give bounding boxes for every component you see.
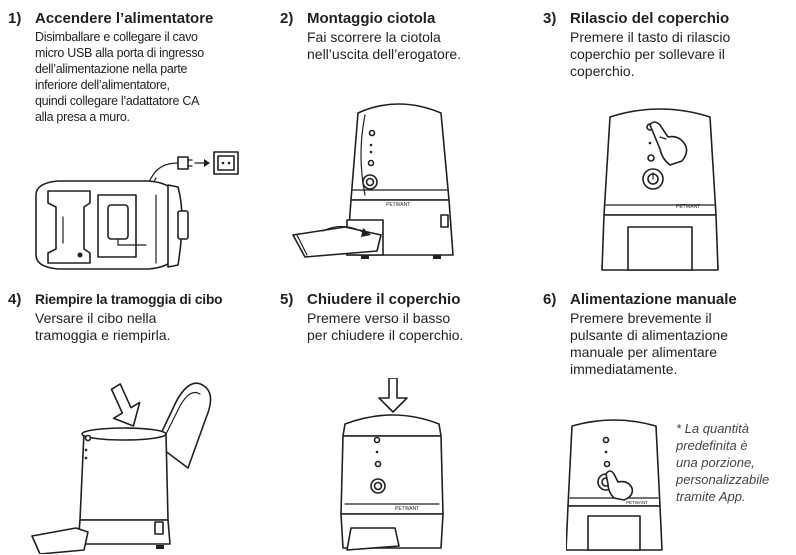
step-title: Riempire la tramoggia di cibo bbox=[35, 292, 223, 307]
step-description: Premere brevemente il pulsante di alimen… bbox=[570, 310, 728, 377]
step-2: 2) Montaggio ciotola Fai scorrere la cio… bbox=[280, 10, 461, 63]
step-title: Montaggio ciotola bbox=[307, 10, 436, 27]
device-brand-label: PETWANT bbox=[395, 506, 419, 512]
step-description: Disimballare e collegare il cavo micro U… bbox=[35, 30, 204, 124]
step-description: Fai scorrere la ciotola nell’uscita dell… bbox=[307, 29, 462, 62]
feeder-bowl-illustration: PETWANT bbox=[292, 103, 454, 259]
device-brand-label: PETWANT bbox=[626, 500, 648, 505]
step-number: 3) bbox=[543, 10, 557, 27]
step-title: Chiudere il coperchio bbox=[307, 291, 461, 308]
manual-feed-illustration: PETWANT bbox=[566, 419, 663, 551]
step-description: Premere verso il basso per chiudere il c… bbox=[307, 310, 464, 343]
step-title: Accendere l’alimentatore bbox=[35, 10, 214, 27]
step-6: 6) Alimentazione manuale Premere breveme… bbox=[543, 291, 737, 378]
device-brand-label: PETWANT bbox=[386, 202, 410, 208]
step-title: Alimentazione manuale bbox=[570, 291, 737, 308]
step-number: 5) bbox=[280, 291, 294, 308]
step-5: 5) Chiudere il coperchio Premere verso i… bbox=[280, 291, 463, 344]
step-description: Premere il tasto di rilascio coperchio p… bbox=[570, 29, 731, 79]
fill-hopper-illustration bbox=[31, 382, 212, 554]
device-brand-label: PETWANT bbox=[676, 204, 700, 210]
step-title: Rilascio del coperchio bbox=[570, 10, 730, 27]
step-1: 1) Accendere l’alimentatore Disimballare… bbox=[8, 10, 213, 125]
step-number: 4) bbox=[8, 291, 22, 308]
step-number: 6) bbox=[543, 291, 557, 308]
feeder-bottom-illustration bbox=[35, 151, 239, 270]
close-lid-illustration: PETWANT bbox=[340, 378, 444, 551]
footnote: * La quantità predefinita è una porzione… bbox=[676, 421, 770, 504]
step-4: 4) Riempire la tramoggia di cibo Versare… bbox=[8, 291, 223, 344]
step-number: 2) bbox=[280, 10, 294, 27]
step-3: 3) Rilascio del coperchio Premere il tas… bbox=[543, 10, 730, 80]
lid-release-illustration: PETWANT bbox=[601, 108, 719, 271]
step-description: Versare il cibo nella tramoggia e riempi… bbox=[35, 310, 171, 343]
step-number: 1) bbox=[8, 10, 22, 27]
